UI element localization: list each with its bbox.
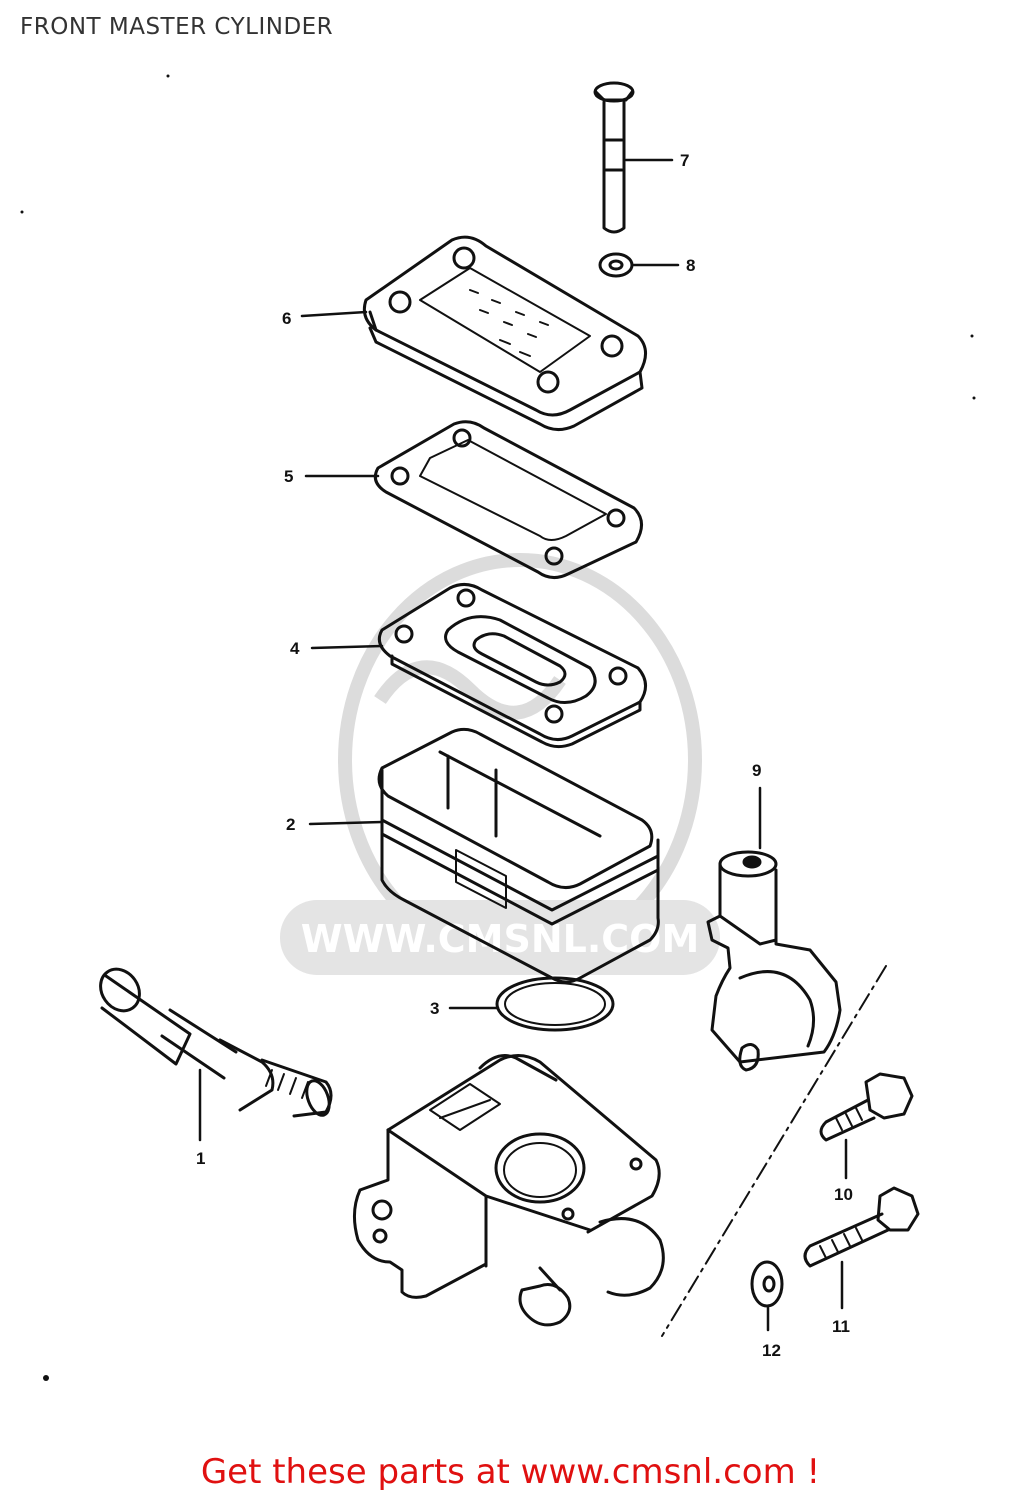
watermark-text: WWW.CMSNL.COM (301, 917, 700, 961)
part-6-reservoir-cap (362, 235, 647, 431)
part-12-washer (750, 1260, 784, 1308)
divider-line (661, 965, 887, 1337)
part-7-screw (593, 81, 635, 234)
part-11-bolt (803, 1186, 920, 1268)
part-8-washer (598, 252, 634, 278)
part-5-gasket (373, 420, 643, 579)
callout-7: 7 (680, 151, 689, 170)
watermark (280, 553, 720, 975)
callout-3: 3 (430, 999, 439, 1018)
callout-8: 8 (686, 256, 695, 275)
callout-2: 2 (286, 815, 295, 834)
page-title: FRONT MASTER CYLINDER (20, 14, 334, 40)
scan-specks (20, 74, 976, 1381)
footer-link[interactable]: Get these parts at www.cmsnl.com ! (200, 1452, 821, 1492)
part-1-piston-assembly (99, 967, 333, 1118)
master-cylinder-body (353, 1054, 665, 1327)
exploded-parts-diagram: WWW.CMSNL.COM (20, 74, 976, 1381)
callout-12: 12 (762, 1341, 781, 1360)
callout-6: 6 (282, 309, 291, 328)
callout-1: 1 (196, 1149, 205, 1168)
callout-5: 5 (284, 467, 293, 486)
leader-lines (198, 158, 848, 1332)
callout-10: 10 (834, 1185, 853, 1204)
callout-11: 11 (832, 1317, 850, 1336)
part-2-reservoir-body (377, 727, 660, 984)
footer-banner: Get these parts at www.cmsnl.com ! (0, 1452, 1021, 1492)
part-3-o-ring (495, 976, 615, 1032)
part-10-bolt (819, 1072, 914, 1142)
callout-9: 9 (752, 761, 761, 780)
callout-4: 4 (290, 639, 300, 658)
callout-labels: 1 2 3 4 5 6 7 8 9 10 11 12 (196, 151, 853, 1360)
part-4-diaphragm-plate (377, 583, 647, 749)
part-9-clamp (706, 850, 842, 1072)
